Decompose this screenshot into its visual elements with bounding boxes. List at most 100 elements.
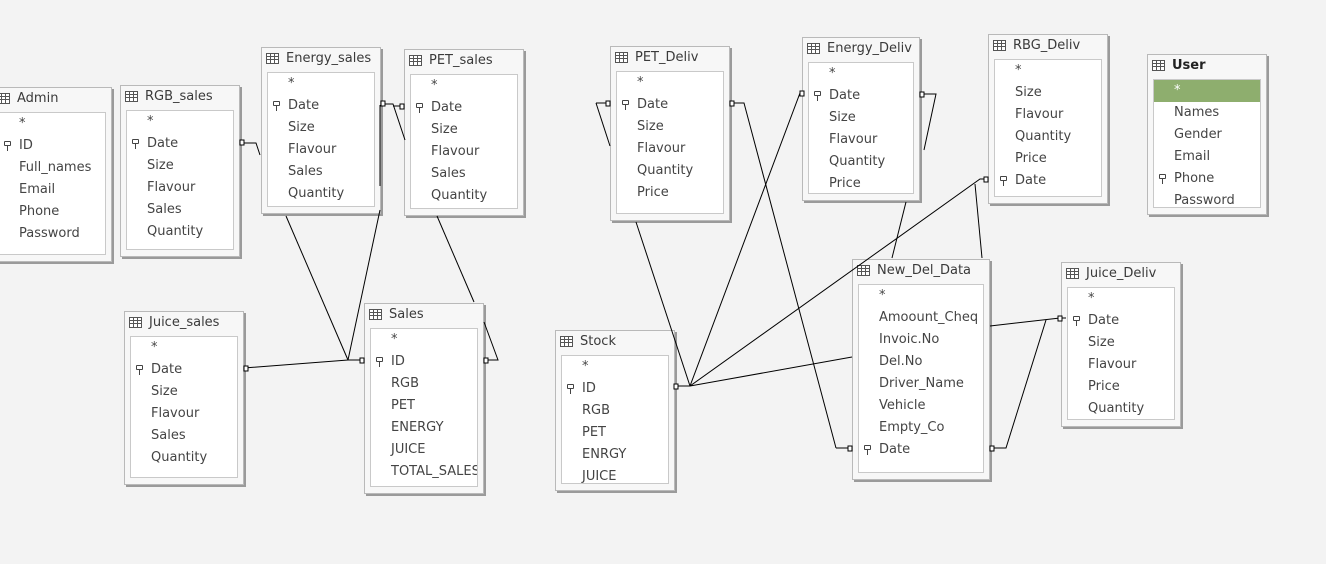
field-row[interactable]: Size: [127, 155, 233, 177]
field-row[interactable]: Flavour: [411, 141, 517, 163]
field-row[interactable]: Flavour: [617, 138, 723, 160]
field-row[interactable]: Date: [1068, 310, 1174, 332]
field-row[interactable]: Phone: [1154, 168, 1260, 190]
field-row[interactable]: *: [1068, 288, 1174, 310]
field-row[interactable]: PET: [562, 422, 668, 444]
field-row[interactable]: Flavour: [268, 139, 374, 161]
table-title[interactable]: Stock: [556, 331, 674, 353]
table-title[interactable]: User: [1148, 55, 1266, 77]
field-row[interactable]: Full_names: [0, 157, 105, 179]
field-row[interactable]: Quantity: [411, 185, 517, 207]
table-title[interactable]: Juice_Deliv: [1062, 263, 1180, 285]
field-row[interactable]: *: [371, 329, 477, 351]
field-row[interactable]: *: [131, 337, 237, 359]
field-row[interactable]: *: [859, 285, 983, 307]
field-row[interactable]: *: [127, 111, 233, 133]
field-row[interactable]: Amoount_Cheq: [859, 307, 983, 329]
field-row[interactable]: *: [617, 72, 723, 94]
field-row[interactable]: Size: [131, 381, 237, 403]
field-row[interactable]: Empty_Co: [859, 417, 983, 439]
field-row[interactable]: ID: [562, 378, 668, 400]
field-row[interactable]: Quantity: [131, 447, 237, 469]
field-row[interactable]: Date: [411, 97, 517, 119]
field-row[interactable]: Email: [0, 179, 105, 201]
field-row[interactable]: Date: [127, 133, 233, 155]
field-row[interactable]: Size: [411, 119, 517, 141]
field-row[interactable]: Phone: [0, 201, 105, 223]
field-row[interactable]: *: [1154, 80, 1260, 102]
field-row[interactable]: Quantity: [268, 183, 374, 205]
field-row[interactable]: *: [411, 75, 517, 97]
field-row[interactable]: ENERGY: [371, 417, 477, 439]
field-row[interactable]: Sales: [411, 163, 517, 185]
field-row[interactable]: Size: [617, 116, 723, 138]
field-row[interactable]: Flavour: [1068, 354, 1174, 376]
table-title[interactable]: RGB_sales: [121, 86, 239, 108]
field-row[interactable]: Size: [995, 82, 1101, 104]
field-row[interactable]: Size: [268, 117, 374, 139]
field-row[interactable]: ID: [371, 351, 477, 373]
field-row[interactable]: *: [562, 356, 668, 378]
field-row[interactable]: Date: [268, 95, 374, 117]
field-row[interactable]: Password: [0, 223, 105, 245]
field-row[interactable]: RGB: [562, 400, 668, 422]
field-row[interactable]: Date: [617, 94, 723, 116]
field-row[interactable]: JUICE: [371, 439, 477, 461]
field-row[interactable]: RGB: [371, 373, 477, 395]
field-row[interactable]: Sales: [268, 161, 374, 183]
table-title[interactable]: Juice_sales: [125, 312, 243, 334]
field-row[interactable]: Price: [809, 173, 913, 193]
field-row[interactable]: Driver_Name: [859, 373, 983, 395]
field-row[interactable]: Flavour: [127, 177, 233, 199]
field-row[interactable]: Gender: [1154, 124, 1260, 146]
field-row[interactable]: Date: [859, 439, 983, 461]
field-row[interactable]: Flavour: [809, 129, 913, 151]
field-row[interactable]: Size: [809, 107, 913, 129]
field-row[interactable]: Flavour: [131, 403, 237, 425]
field-row[interactable]: Quantity: [617, 160, 723, 182]
table-title[interactable]: Admin: [0, 88, 111, 110]
field-row[interactable]: Price: [1068, 376, 1174, 398]
field-row[interactable]: Quantity: [127, 221, 233, 243]
table-title[interactable]: RBG_Deliv: [989, 35, 1107, 57]
field-row[interactable]: Date: [995, 170, 1101, 192]
field-row[interactable]: Flavour: [995, 104, 1101, 126]
field-row[interactable]: *: [995, 60, 1101, 82]
field-row[interactable]: PET: [371, 395, 477, 417]
field-row[interactable]: *: [0, 113, 105, 135]
field-row[interactable]: ID: [0, 135, 105, 157]
field-row[interactable]: Password: [1154, 190, 1260, 207]
field-row[interactable]: Date: [131, 359, 237, 381]
field-row[interactable]: *: [809, 63, 913, 85]
table-title[interactable]: New_Del_Data: [853, 260, 989, 282]
field-row[interactable]: Size: [1068, 332, 1174, 354]
table-title[interactable]: Energy_Deliv: [803, 38, 919, 60]
field-row[interactable]: Date: [809, 85, 913, 107]
field-row[interactable]: Sales: [127, 199, 233, 221]
table-title[interactable]: Sales: [365, 304, 483, 326]
field-row[interactable]: Email: [1154, 146, 1260, 168]
field-row[interactable]: *: [268, 73, 374, 95]
field-row[interactable]: Price: [617, 182, 723, 204]
field-row[interactable]: Quantity: [995, 126, 1101, 148]
field-row[interactable]: Names: [1154, 102, 1260, 124]
